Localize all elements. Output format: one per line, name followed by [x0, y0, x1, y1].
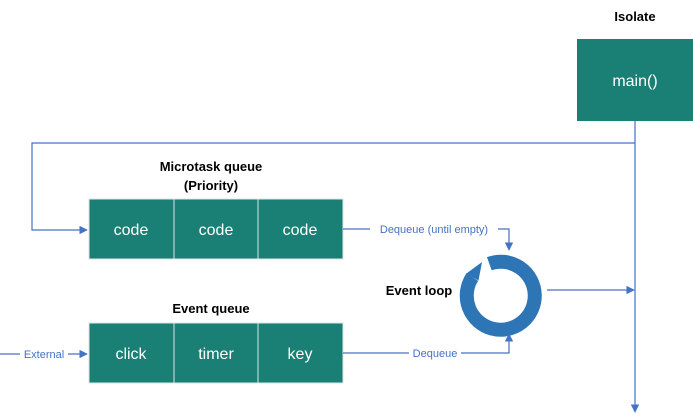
- main-to-microtask-arrow: [31, 142, 635, 235]
- event-cell-label: timer: [198, 346, 234, 363]
- event-cell-label: key: [288, 346, 313, 363]
- dequeue-label: Dequeue: [413, 348, 458, 360]
- event-queue-title: Event queue: [172, 301, 249, 316]
- microtask-queue: code code code: [88, 198, 344, 260]
- event-cell: [257, 322, 344, 384]
- external-label: External: [24, 349, 64, 361]
- event-cell: [173, 322, 259, 384]
- event-dequeue-arrow: [343, 333, 514, 354]
- microtask-queue-subtitle: (Priority): [184, 178, 238, 193]
- microtask-cell: [257, 198, 344, 260]
- event-loop-label: Event loop: [386, 283, 453, 298]
- microtask-cell-label: code: [283, 222, 318, 239]
- microtask-cell: [173, 198, 259, 260]
- isolate-title: Isolate: [614, 9, 655, 24]
- microtask-queue-title: Microtask queue: [160, 159, 263, 174]
- event-cell-label: click: [115, 346, 147, 363]
- microtask-cell-label: code: [114, 222, 149, 239]
- event-queue: click timer key: [88, 322, 344, 384]
- microtask-cell-label: code: [199, 222, 234, 239]
- main-box: [577, 39, 693, 121]
- event-cell: [88, 322, 175, 384]
- event-loop-icon: [459, 254, 542, 337]
- main-label: main(): [612, 73, 657, 90]
- microtask-cell: [88, 198, 175, 260]
- dequeue-until-empty-label: Dequeue (until empty): [380, 224, 488, 236]
